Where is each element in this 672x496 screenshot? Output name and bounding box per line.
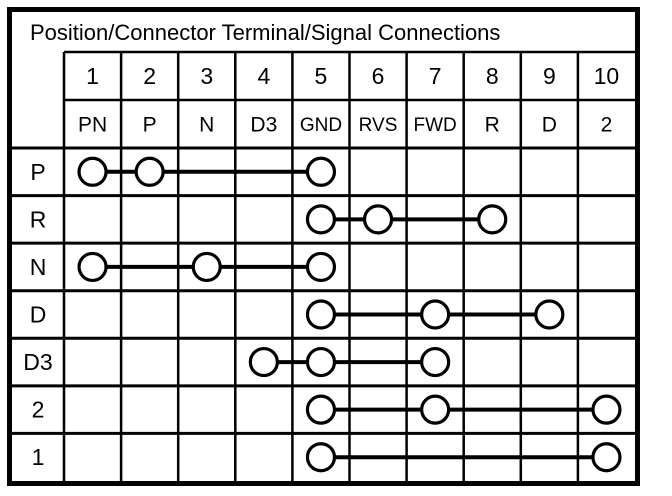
position-label: 1 [32, 444, 45, 470]
terminal-number: 8 [486, 63, 499, 89]
table-outer-border [7, 7, 640, 486]
position-label: N [30, 254, 47, 280]
terminal-number: 3 [200, 63, 213, 89]
signal-name: RVS [359, 115, 398, 136]
terminal-number: 9 [543, 63, 556, 89]
signal-name: GND [300, 115, 342, 136]
connection-circle [420, 394, 451, 425]
connection-circle [191, 251, 222, 283]
connection-circle [305, 251, 337, 283]
signal-name: D [542, 114, 557, 137]
terminal-number: 5 [315, 63, 328, 89]
connection-circle [362, 204, 394, 235]
connection-circle [477, 204, 508, 235]
connection-circle [305, 156, 337, 187]
connection-circle [591, 442, 622, 473]
signal-name: D3 [250, 114, 277, 137]
position-label: 2 [32, 397, 45, 423]
position-label: D [30, 302, 47, 328]
terminal-number: 4 [257, 63, 270, 89]
connection-circle [305, 346, 337, 378]
connection-circle [534, 299, 565, 330]
signal-name: P [143, 114, 157, 137]
signal-name: R [485, 114, 500, 137]
connection-circle [305, 299, 337, 330]
connection-circle [134, 156, 165, 187]
signal-name: N [199, 114, 214, 137]
connection-circle [420, 346, 451, 378]
connection-circle [248, 346, 279, 378]
position-label: D3 [23, 349, 52, 375]
connection-circle [420, 299, 451, 330]
connection-marks [77, 156, 622, 473]
signal-name: PN [78, 114, 107, 137]
position-label: R [30, 206, 47, 232]
connection-circle [305, 394, 337, 425]
connection-circle [305, 442, 337, 473]
terminal-number: 1 [86, 63, 99, 89]
terminal-number: 6 [372, 63, 385, 89]
diagram-title: Position/Connector Terminal/Signal Conne… [30, 20, 500, 45]
signal-name: 2 [601, 114, 613, 137]
connection-circle [77, 251, 108, 283]
connection-circle [77, 156, 108, 187]
connection-circle [591, 394, 622, 425]
terminal-number: 7 [429, 63, 442, 89]
terminal-number: 2 [143, 63, 156, 89]
terminal-number: 10 [594, 63, 620, 89]
position-label: P [30, 159, 45, 185]
connection-circle [305, 204, 337, 235]
signal-name: FWD [414, 115, 457, 136]
